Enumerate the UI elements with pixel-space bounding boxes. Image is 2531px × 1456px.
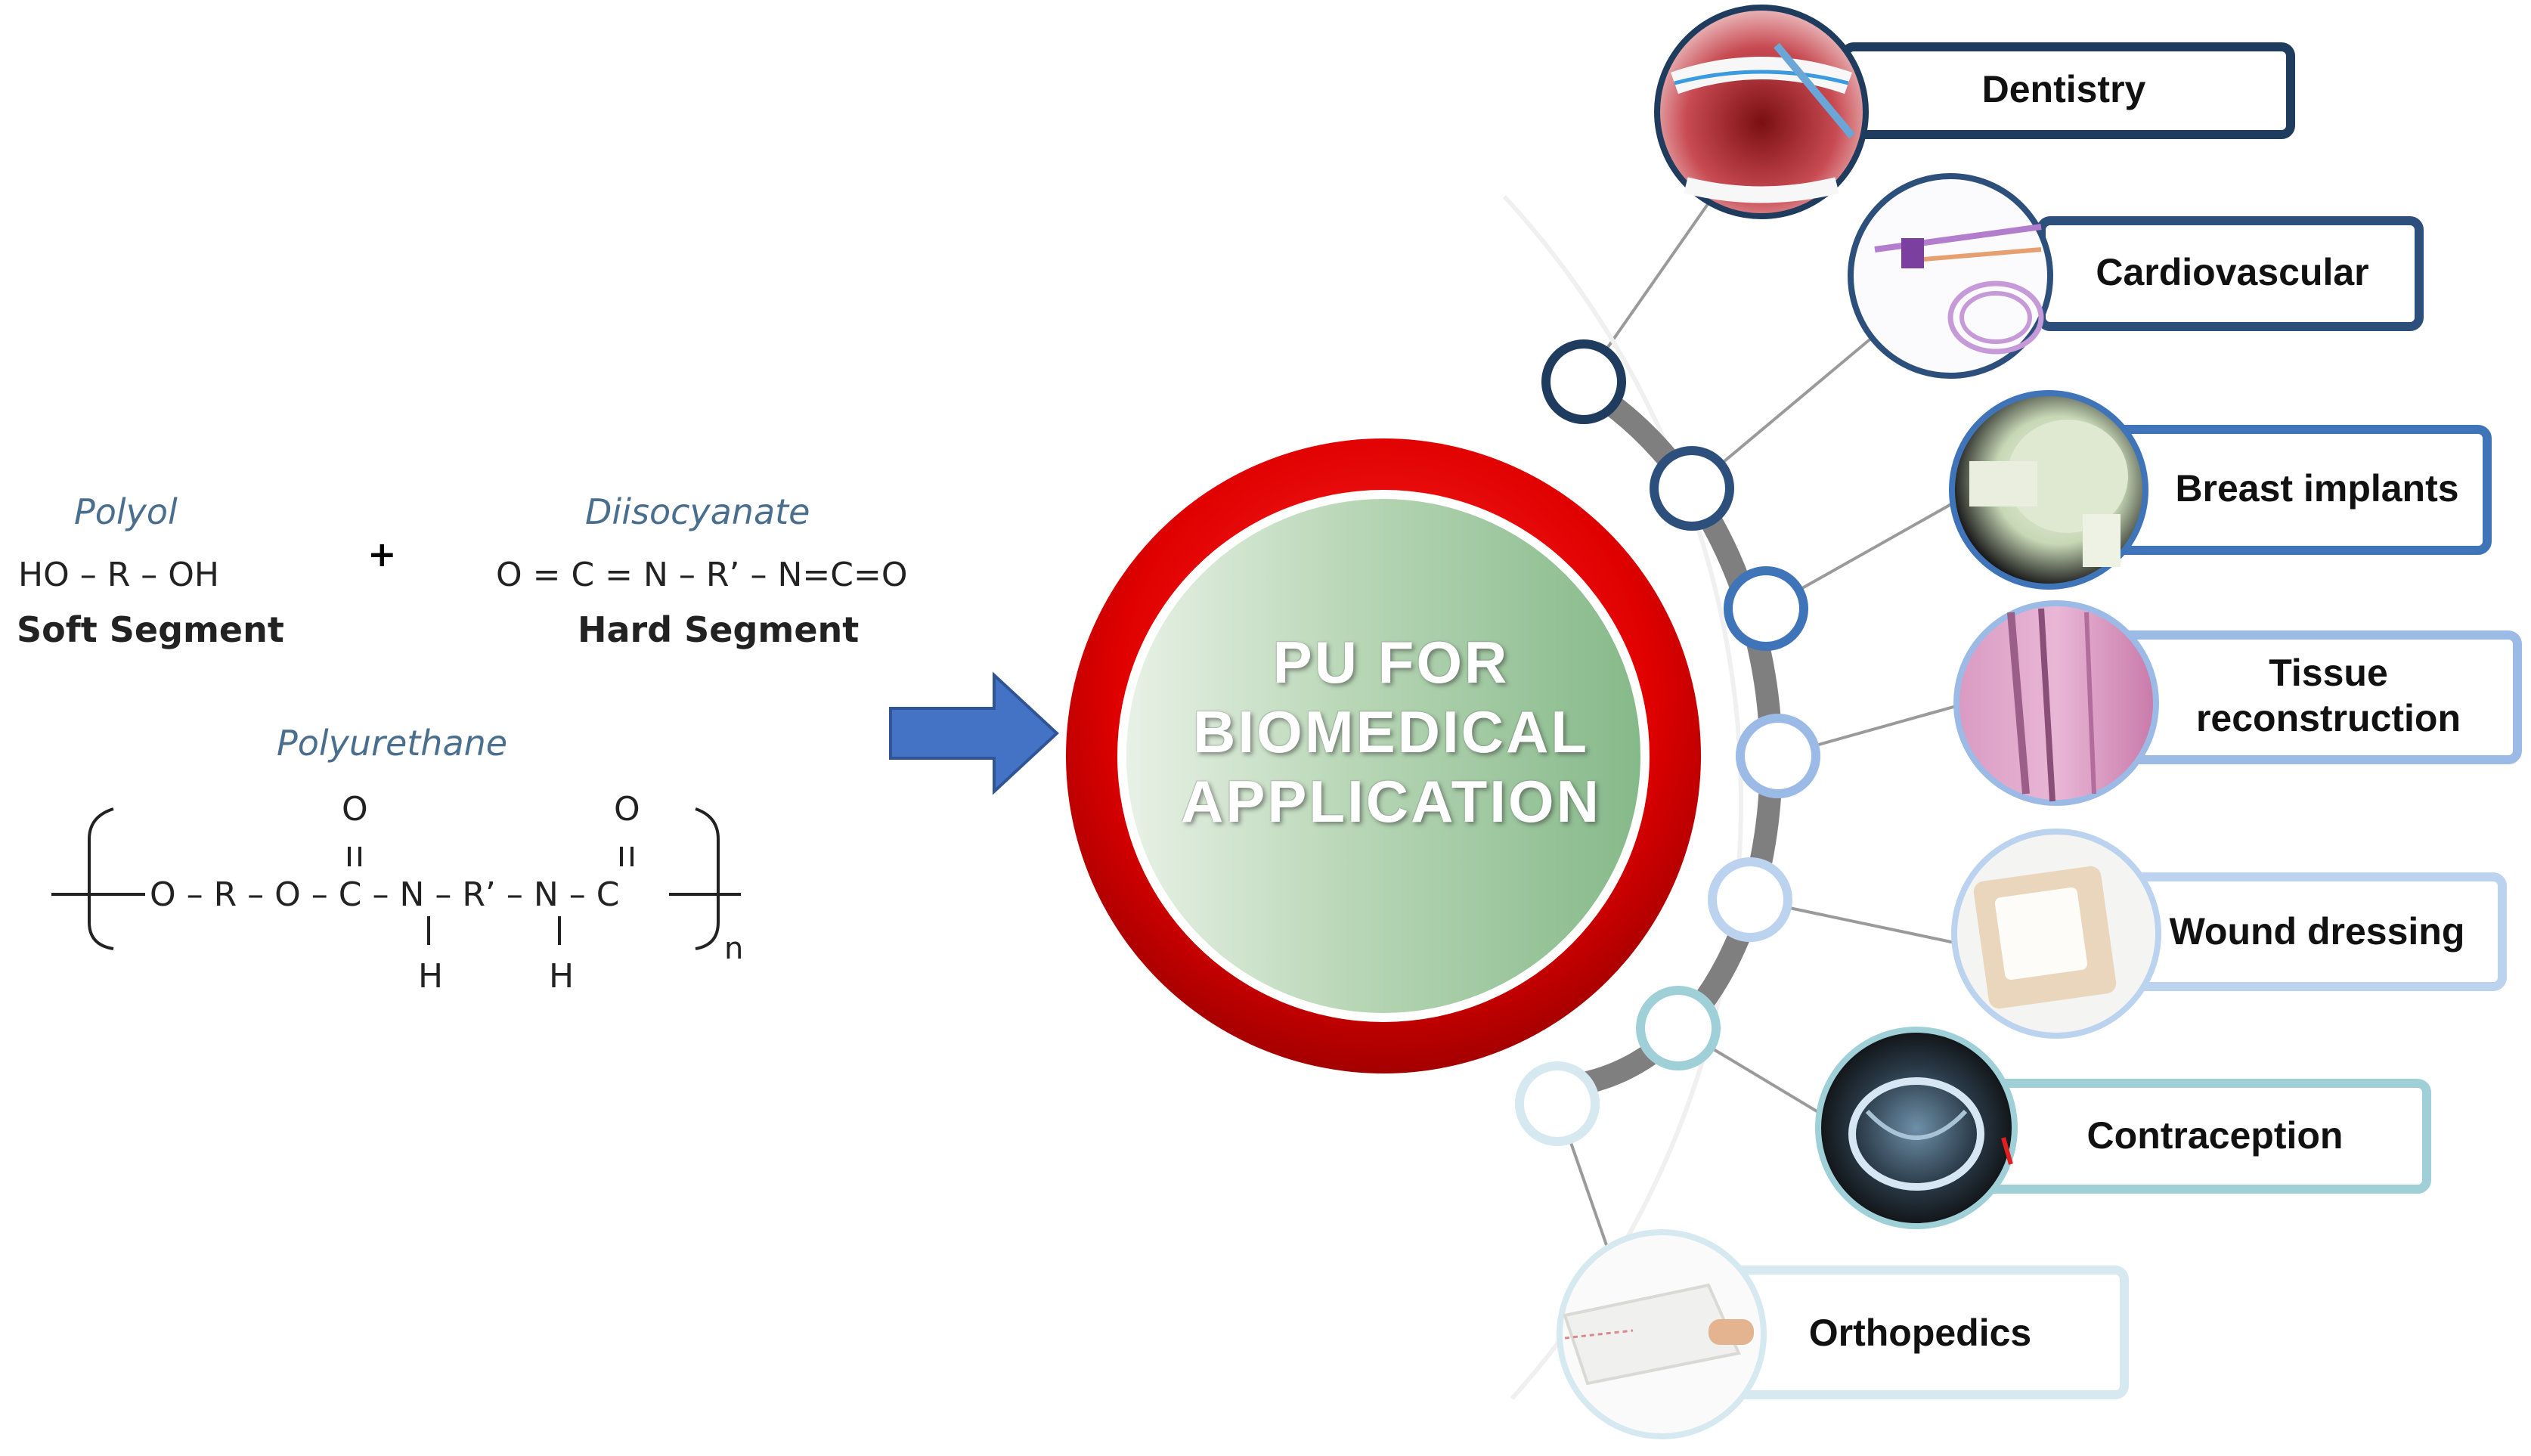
wound-dressing-image <box>1951 829 2161 1039</box>
node-breast-implants <box>1724 566 1808 651</box>
tissue-image <box>1953 600 2159 806</box>
amine-hydrogen-2: H <box>549 957 575 996</box>
node-orthopedics <box>1515 1061 1600 1146</box>
polyol-formula: HO – R – OH <box>18 556 219 594</box>
label-dentistry: Dentistry <box>1981 68 2146 110</box>
node-dentistry <box>1541 339 1626 424</box>
contraception-image <box>1815 1027 2018 1229</box>
repeat-subscript: n <box>724 931 744 966</box>
breast-implants-image <box>1949 390 2148 590</box>
carbonyl-oxygen-1: O <box>342 790 368 829</box>
background-arc <box>1502 194 1744 1401</box>
arc-nodes <box>1515 339 1820 1146</box>
label-cardiovascular: Cardiovascular <box>2096 251 2369 293</box>
node-cardiovascular <box>1650 446 1734 531</box>
amine-hydrogen-1: H <box>418 957 444 996</box>
label-tissue-reconstruction: Tissue reconstruction <box>2195 652 2461 739</box>
center-title-line-3: APPLICATION <box>1181 768 1601 835</box>
diisocyanate-formula: O = C = N – R’ – N=C=O <box>496 556 908 594</box>
node-contraception <box>1636 986 1721 1070</box>
dentistry-image <box>1654 5 1869 219</box>
center-title-line-2: BIOMEDICAL <box>1193 699 1589 765</box>
polyurethane-label: Polyurethane <box>277 723 508 764</box>
node-tissue <box>1736 714 1820 798</box>
repeat-unit-chain: O – R – O – C – N – R’ – N – C <box>150 875 620 914</box>
soft-segment-label: Soft Segment <box>17 609 284 650</box>
label-wound-dressing: Wound dressing <box>2169 910 2465 953</box>
polyol-label: Polyol <box>74 491 178 532</box>
node-wound <box>1708 857 1792 942</box>
orthopedics-image <box>1557 1229 1767 1439</box>
center-green-disc <box>1126 499 1640 1013</box>
label-orthopedics: Orthopedics <box>1808 1312 2032 1354</box>
right-arrow <box>889 671 1059 795</box>
diisocyanate-label: Diisocyanate <box>585 491 810 532</box>
hard-segment-label: Hard Segment <box>578 609 860 650</box>
cardiovascular-image <box>1848 173 2053 379</box>
plus-sign: + <box>367 534 397 575</box>
carbonyl-oxygen-2: O <box>614 790 640 829</box>
label-contraception: Contraception <box>2086 1114 2344 1157</box>
polyurethane-structure-lines <box>51 807 741 950</box>
center-title: PU FOR BIOMEDICAL APPLICATION <box>1126 627 1656 836</box>
center-title-line-1: PU FOR <box>1272 629 1510 695</box>
label-breast-implants: Breast implants <box>2175 467 2459 510</box>
